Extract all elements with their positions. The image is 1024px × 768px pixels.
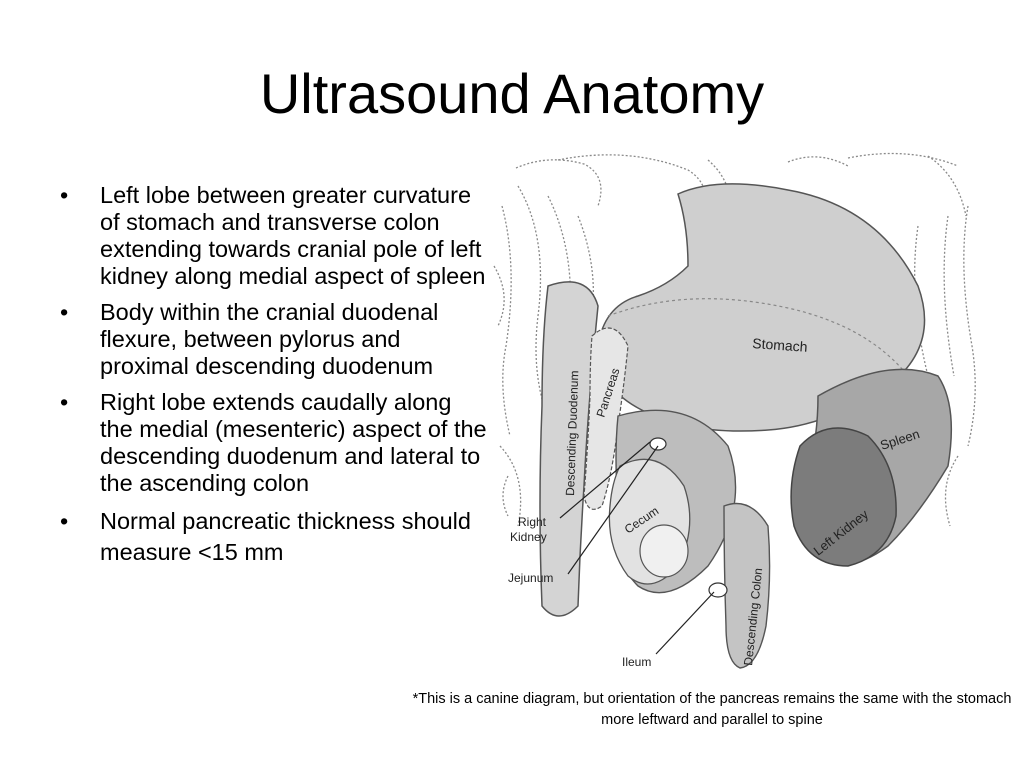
bullet-list: • Left lobe between greater curvature of … bbox=[58, 182, 490, 577]
descending-duodenum-shape bbox=[539, 281, 599, 617]
bullet-text: Body within the cranial duodenal flexure… bbox=[100, 299, 439, 379]
leader-lines bbox=[559, 441, 715, 655]
label-stomach: Stomach bbox=[752, 335, 808, 355]
duodenal-marker bbox=[649, 437, 667, 451]
stomach-shape bbox=[597, 183, 926, 432]
footnote: *This is a canine diagram, but orientati… bbox=[412, 691, 1012, 728]
bullet-item: • Left lobe between greater curvature of … bbox=[58, 182, 490, 290]
bullet-dot: • bbox=[60, 508, 69, 534]
pancreas-shape bbox=[583, 327, 629, 510]
label-jejunum: Jejunum bbox=[508, 571, 553, 585]
ileal-marker bbox=[708, 582, 728, 598]
bullet-item: • Normal pancreatic thickness should meas… bbox=[58, 506, 490, 568]
descending-colon-shape bbox=[723, 502, 771, 669]
bullet-text: Right lobe extends caudally along the me… bbox=[100, 389, 487, 496]
bullet-text: Left lobe between greater curvature of s… bbox=[100, 182, 486, 289]
label-right-kidney-line1: Right bbox=[518, 515, 547, 529]
bullet-text: Normal pancreatic thickness should measu… bbox=[100, 508, 471, 565]
bullet-item: • Body within the cranial duodenal flexur… bbox=[58, 299, 490, 380]
label-right-kidney-line2: Kidney bbox=[510, 530, 547, 544]
slide-title: Ultrasound Anatomy bbox=[259, 62, 765, 125]
bullet-dot: • bbox=[60, 299, 69, 325]
label-descending-duodenum: Descending Duodenum bbox=[563, 370, 581, 496]
cecum-bulb bbox=[639, 524, 689, 578]
bullet-dot: • bbox=[60, 182, 69, 208]
left-kidney-shape bbox=[790, 427, 897, 567]
canine-abdomen-diagram: Stomach Spleen Left Kidney Pancreas Desc… bbox=[493, 152, 976, 669]
bullet-dot: • bbox=[60, 389, 69, 415]
label-ileum: Ileum bbox=[622, 655, 651, 669]
bullet-item: • Right lobe extends caudally along the m… bbox=[58, 389, 490, 497]
